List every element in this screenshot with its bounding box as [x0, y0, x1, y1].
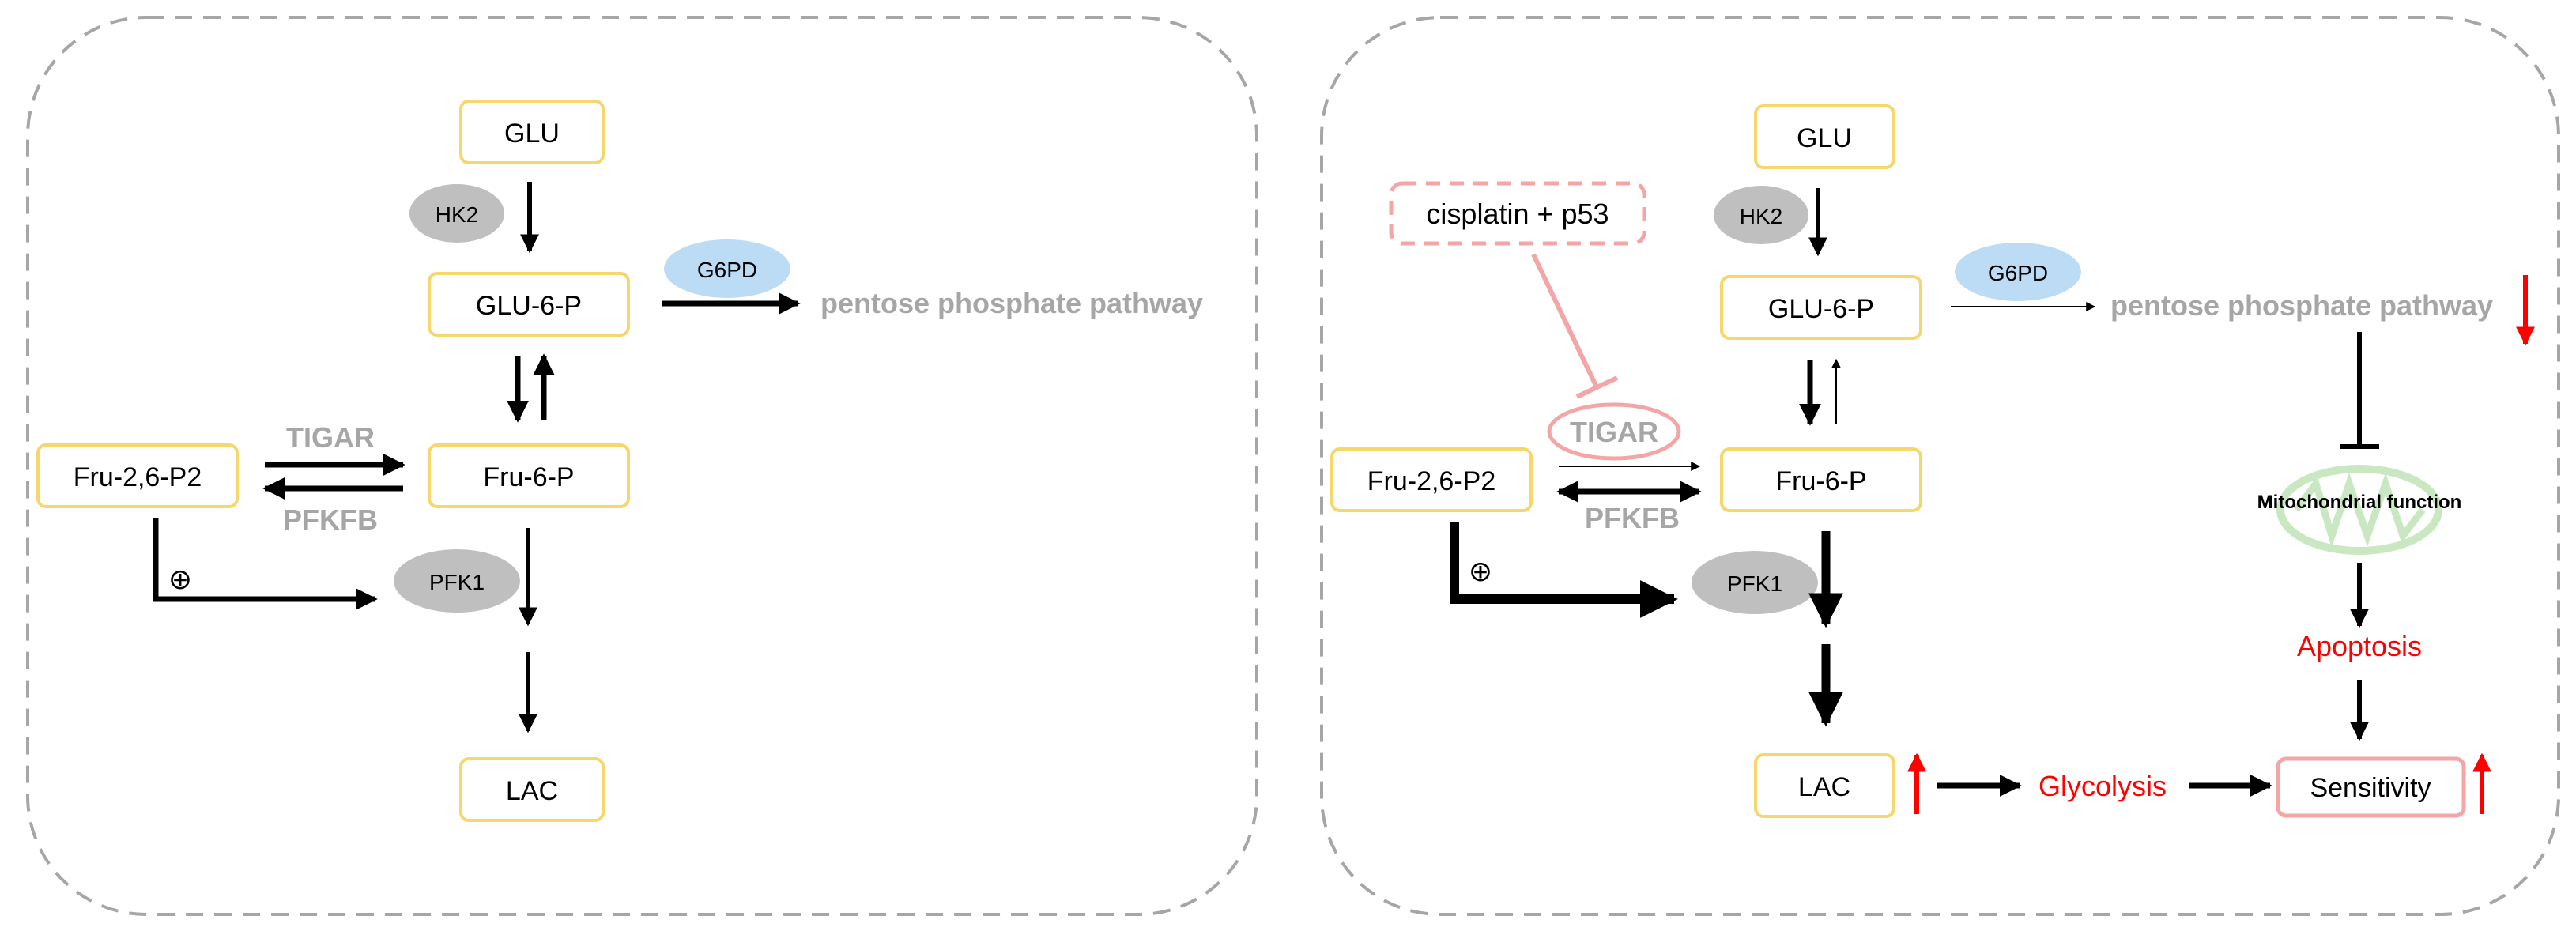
right-glycolysis-label: Glycolysis — [2039, 770, 2167, 802]
right-lac-label: LAC — [1798, 772, 1850, 802]
right-glu6p-label: GLU-6-P — [1768, 294, 1874, 324]
left-fru6p-box — [428, 443, 630, 508]
right-sensitivity-box — [2276, 756, 2466, 818]
left-activation-symbol: ⊕ — [168, 563, 192, 595]
left-panel: GLU HK2 GLU-6-P G6PD pentose phosphate p… — [26, 16, 1258, 916]
right-panel-border — [1320, 16, 2560, 916]
right-pfk1-enzyme — [1692, 551, 1818, 614]
left-glu6p-label: GLU-6-P — [476, 291, 582, 321]
left-hk2-label: HK2 — [436, 202, 478, 227]
right-ppp-label: pentose phosphate pathway — [2110, 289, 2493, 322]
right-cisplatin-label: cisplatin + p53 — [1426, 198, 1609, 230]
left-glu-label: GLU — [504, 119, 560, 149]
right-g6pd-label: G6PD — [1988, 261, 2048, 285]
right-lac-box — [1754, 753, 1895, 818]
right-pfk1-label: PFK1 — [1727, 571, 1782, 596]
right-mito-label: Mitochondrial function — [2257, 492, 2462, 513]
mitochondrion-icon — [2276, 465, 2442, 555]
right-sensitivity-label: Sensitivity — [2310, 773, 2431, 803]
left-ppp-label: pentose phosphate pathway — [820, 287, 1203, 319]
right-panel: cisplatin + p53 GLU HK2 GLU-6-P G6PD pen… — [1320, 16, 2560, 916]
right-g6pd-enzyme — [1955, 243, 2081, 301]
left-tigar-label: TIGAR — [286, 421, 375, 454]
right-hk2-label: HK2 — [1740, 204, 1782, 228]
right-glu-label: GLU — [1797, 123, 1852, 153]
left-fru6p-label: Fru-6-P — [483, 462, 574, 492]
right-fru26p2-box — [1330, 447, 1533, 512]
left-glu6p-box — [428, 272, 630, 337]
left-pfk1-label: PFK1 — [429, 570, 485, 594]
left-fru26p2-box — [36, 443, 239, 508]
left-panel-border — [26, 16, 1258, 916]
left-g6pd-enzyme — [664, 239, 790, 298]
right-pfkfb-label: PFKFB — [1585, 502, 1680, 534]
left-pfkfb-label: PFKFB — [283, 503, 378, 536]
left-pfk1-enzyme — [394, 549, 520, 613]
left-lac-box — [459, 757, 605, 822]
right-glu-box — [1754, 104, 1895, 169]
right-activation-symbol: ⊕ — [1469, 555, 1492, 587]
left-hk2-enzyme — [409, 184, 504, 243]
right-tigar-ellipse — [1547, 402, 1681, 461]
right-inhibition-bar — [1575, 375, 1619, 399]
right-cisplatin-box — [1389, 181, 1646, 246]
left-activation-line — [153, 518, 378, 610]
left-lac-label: LAC — [506, 776, 558, 806]
right-fru26p2-label: Fru-2,6-P2 — [1367, 466, 1496, 496]
left-fru26p2-label: Fru-2,6-P2 — [74, 462, 202, 492]
right-apoptosis-label: Apoptosis — [2297, 630, 2422, 662]
right-inhibition-line — [1531, 253, 1599, 389]
right-hk2-enzyme — [1714, 186, 1808, 244]
left-glu-box — [459, 100, 605, 164]
left-g6pd-label: G6PD — [697, 258, 757, 282]
right-glu6p-box — [1720, 275, 1922, 340]
right-fru6p-box — [1720, 447, 1922, 512]
right-activation-line — [1450, 522, 1678, 618]
right-fru6p-label: Fru-6-P — [1775, 466, 1866, 496]
right-tigar-label: TIGAR — [1570, 416, 1658, 448]
